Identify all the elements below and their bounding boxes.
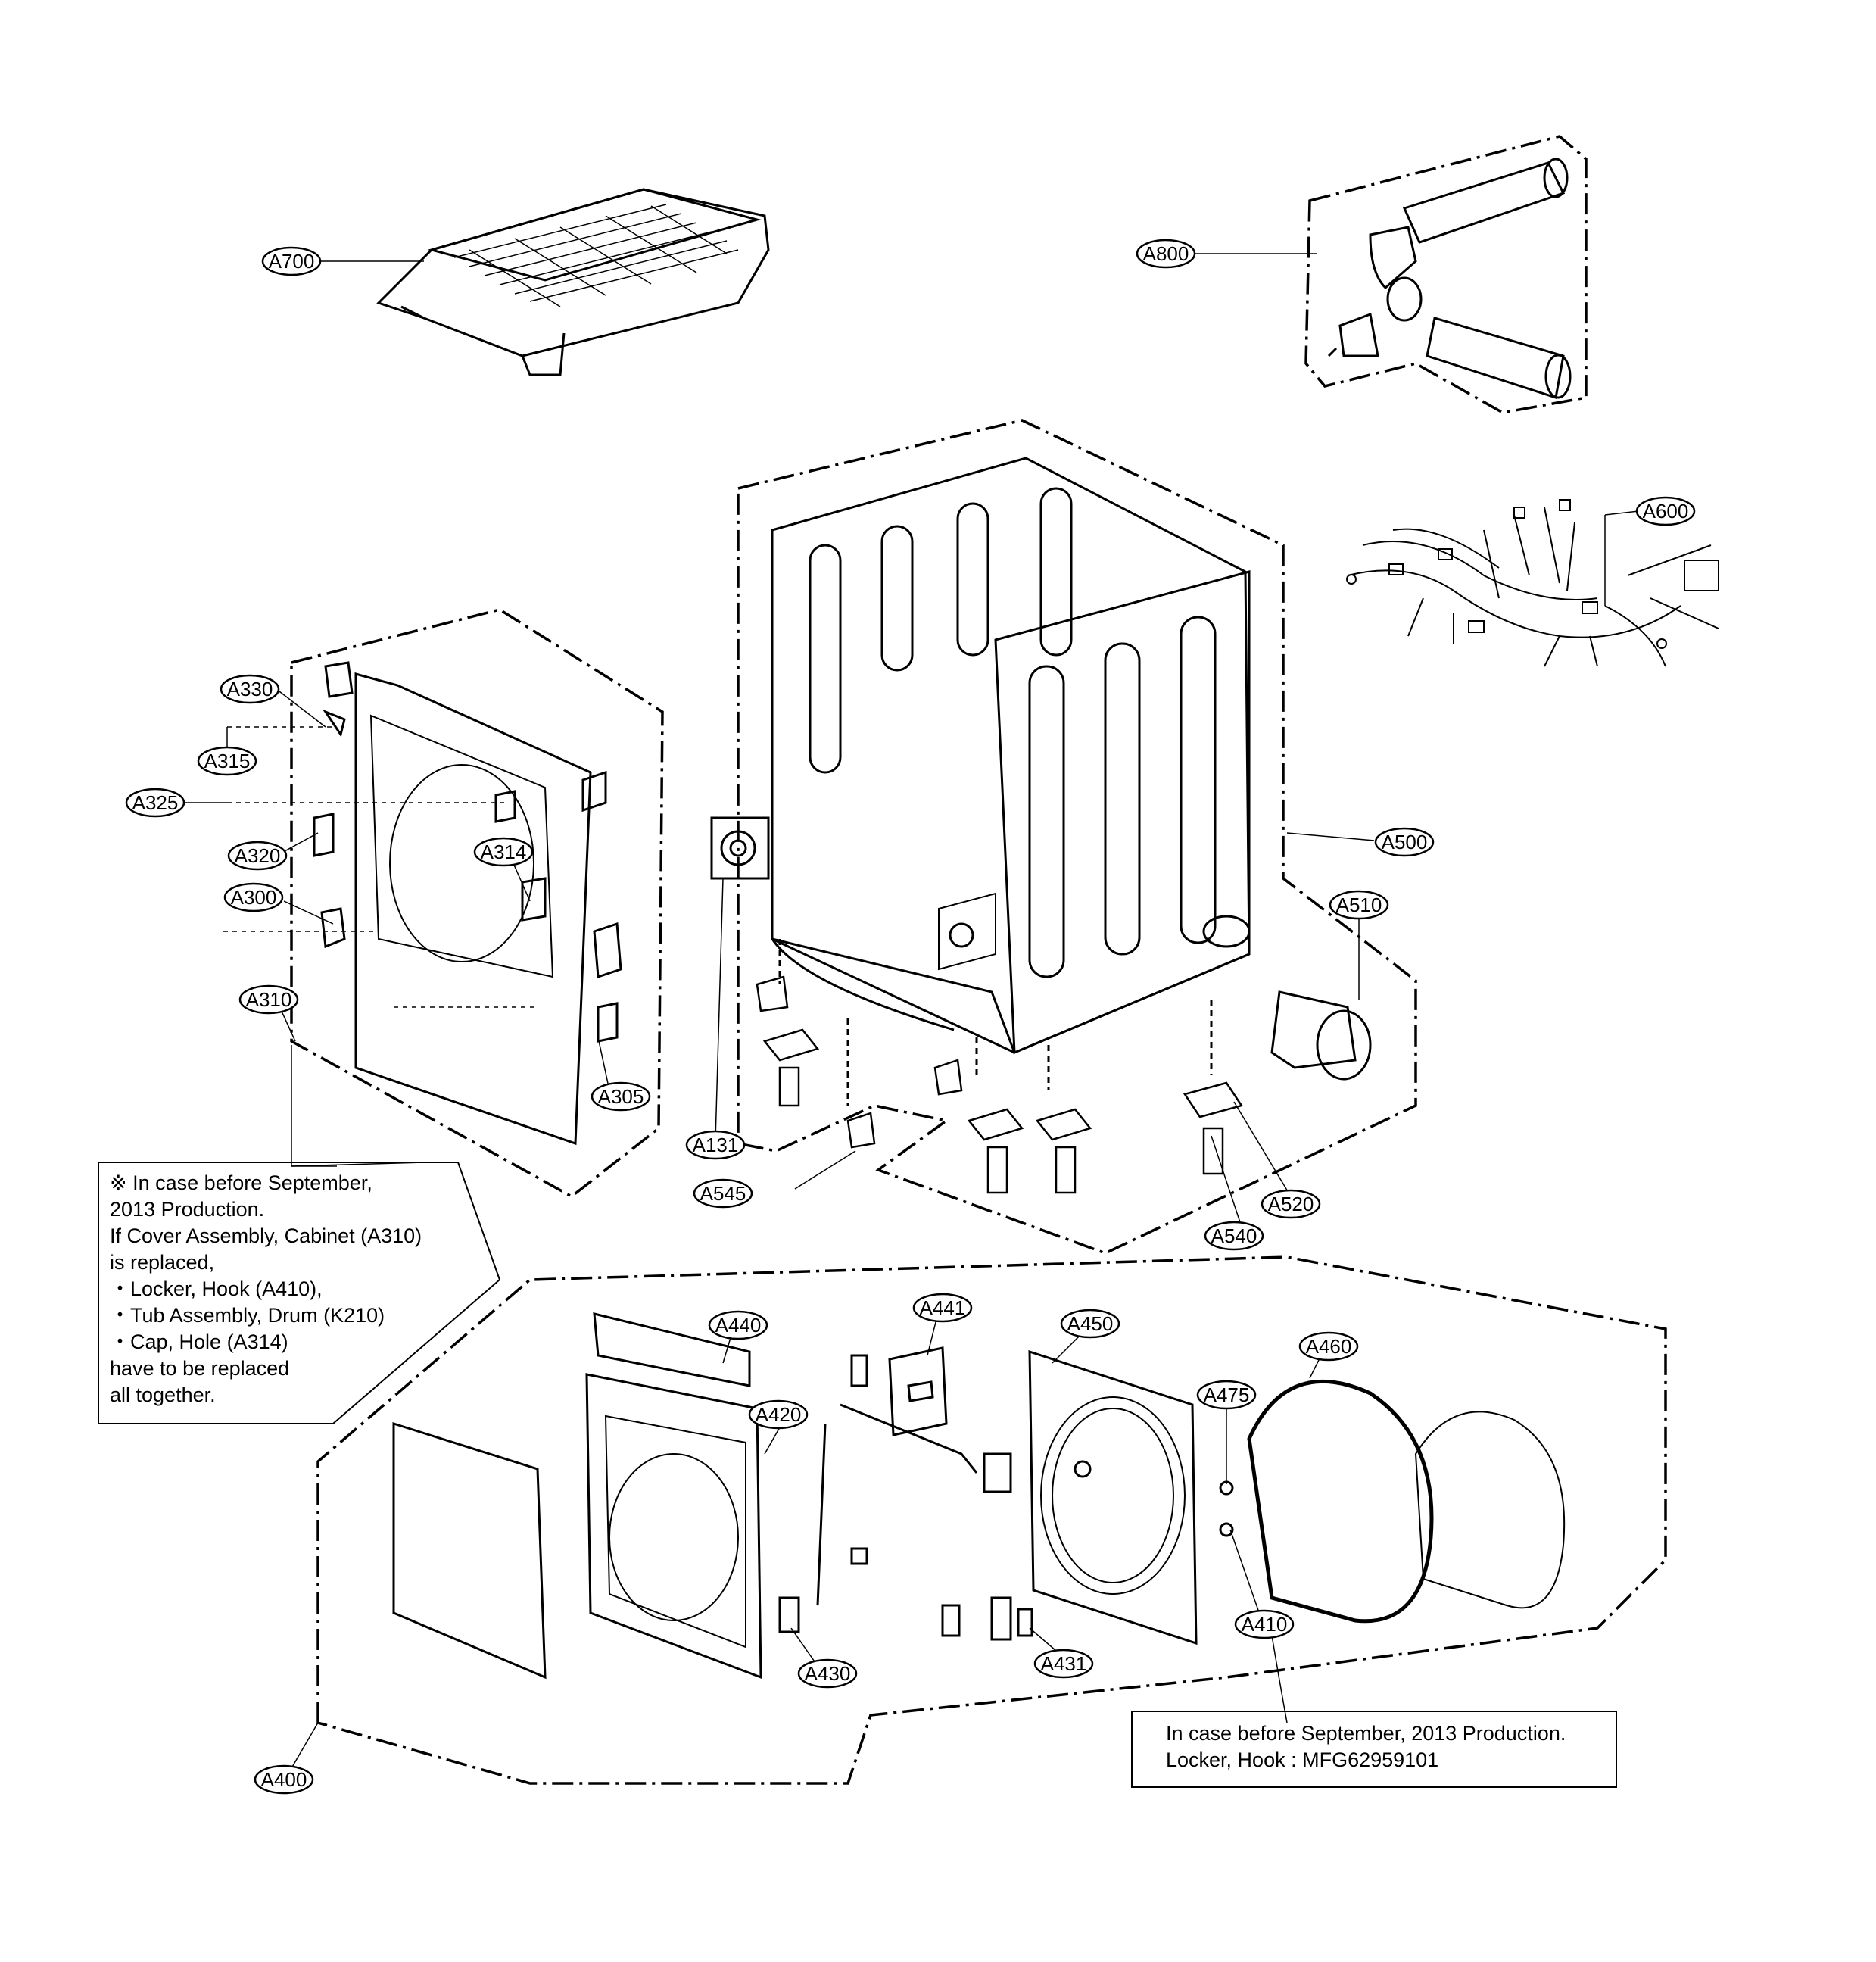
note-left-line: ・Locker, Hook (A410), — [110, 1277, 323, 1300]
label-oval-a300 — [223, 882, 284, 912]
note-right-line: Locker, Hook : MFG62959101 — [1166, 1748, 1439, 1771]
vent-kit-drawing — [1304, 135, 1588, 414]
fastener-box-drawing — [710, 816, 770, 880]
label-oval-a500 — [1374, 827, 1435, 857]
label-oval-a400 — [254, 1764, 314, 1795]
part-label-a300: A300 — [231, 886, 277, 909]
note-left-line: ※ In case before September, — [110, 1171, 372, 1194]
label-oval-a315 — [197, 746, 257, 776]
part-label-a600: A600 — [1643, 500, 1689, 522]
label-oval-a700 — [261, 246, 322, 276]
label-oval-a310 — [238, 984, 299, 1015]
label-oval-a430 — [797, 1658, 858, 1689]
label-oval-a475 — [1196, 1380, 1257, 1410]
part-label-a450: A450 — [1067, 1312, 1114, 1335]
label-oval-a460 — [1298, 1331, 1359, 1362]
part-label-a420: A420 — [756, 1403, 802, 1426]
note-left-line: 2013 Production. — [110, 1198, 265, 1221]
label-oval-a314 — [473, 837, 534, 867]
part-label-a475: A475 — [1204, 1383, 1250, 1406]
part-label-a314: A314 — [481, 841, 527, 863]
part-label-a330: A330 — [227, 678, 273, 700]
note-left-line: ・Cap, Hole (A314) — [110, 1330, 288, 1353]
label-oval-a600 — [1635, 496, 1696, 526]
wire-harness-drawing — [1346, 499, 1719, 667]
part-label-a131: A131 — [693, 1134, 739, 1156]
exhaust-duct-drawing — [1270, 990, 1372, 1081]
label-oval-a540 — [1204, 1221, 1264, 1251]
note-right-box — [1131, 1711, 1617, 1788]
part-label-a310: A310 — [246, 988, 292, 1011]
label-oval-a325 — [125, 788, 185, 818]
cover-cabinet-drawing — [223, 608, 664, 1199]
note-left-line: ・Tub Assembly, Drum (K210) — [110, 1304, 385, 1327]
part-label-a545: A545 — [700, 1182, 746, 1205]
part-label-a305: A305 — [598, 1085, 644, 1108]
part-label-a315: A315 — [204, 750, 251, 772]
part-label-a460: A460 — [1306, 1335, 1352, 1358]
note-left-callout-box — [98, 1162, 501, 1424]
drying-rack-drawing — [376, 188, 770, 376]
label-oval-a131 — [685, 1130, 746, 1160]
note-right-line: In case before September, 2013 Productio… — [1166, 1722, 1566, 1745]
note-left-line: have to be replaced — [110, 1357, 290, 1380]
door-assembly-drawing — [316, 1255, 1667, 1785]
part-label-a400: A400 — [261, 1768, 307, 1791]
note-left-line: all together. — [110, 1383, 216, 1406]
label-oval-a440 — [708, 1310, 768, 1340]
label-oval-a520 — [1261, 1189, 1321, 1219]
leveling-feet-drawing — [756, 975, 1244, 1194]
label-oval-a305 — [591, 1081, 651, 1112]
note-left-line: is replaced, — [110, 1251, 215, 1274]
note-left: ※ In case before September, 2013 Product… — [110, 1170, 422, 1408]
label-oval-a320 — [227, 841, 288, 871]
label-oval-a800 — [1136, 239, 1196, 269]
part-label-a500: A500 — [1382, 831, 1428, 853]
part-label-a325: A325 — [132, 791, 179, 814]
label-oval-a431 — [1033, 1649, 1094, 1679]
part-label-a540: A540 — [1211, 1224, 1257, 1247]
part-label-a440: A440 — [715, 1314, 762, 1337]
part-label-a510: A510 — [1336, 894, 1382, 916]
label-oval-a441 — [912, 1293, 973, 1323]
label-oval-a510 — [1329, 890, 1389, 920]
part-label-a431: A431 — [1041, 1652, 1087, 1675]
cabinet-drawing — [737, 419, 1417, 1255]
part-label-a441: A441 — [920, 1296, 966, 1319]
note-right: In case before September, 2013 Productio… — [1166, 1720, 1566, 1773]
label-oval-a545 — [693, 1178, 753, 1209]
note-left-line: If Cover Assembly, Cabinet (A310) — [110, 1224, 422, 1247]
label-oval-a420 — [748, 1399, 809, 1430]
label-oval-a410 — [1234, 1609, 1295, 1639]
part-label-a800: A800 — [1143, 242, 1189, 265]
part-label-a410: A410 — [1242, 1613, 1288, 1636]
part-label-a520: A520 — [1268, 1193, 1314, 1215]
part-label-a320: A320 — [235, 844, 281, 867]
part-label-a700: A700 — [269, 250, 315, 273]
part-label-a430: A430 — [805, 1662, 851, 1685]
label-oval-a330 — [220, 674, 280, 704]
label-oval-a450 — [1060, 1309, 1120, 1339]
